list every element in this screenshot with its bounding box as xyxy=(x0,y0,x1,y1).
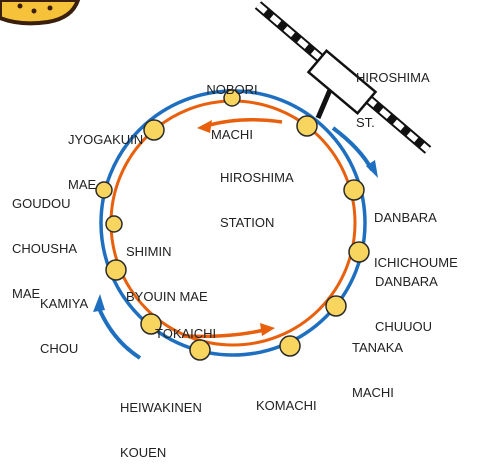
station-marker-jyogakuin-mae xyxy=(143,119,165,141)
station-markers xyxy=(95,89,370,361)
station-marker-heiwakinen-kouen xyxy=(189,339,211,361)
corner-logo xyxy=(0,0,81,26)
label-danbara-chuuou: DANBARA CHUUOU xyxy=(375,274,438,334)
station-marker-goudou-chousha-mae xyxy=(95,181,113,199)
station-marker-hiroshima-station xyxy=(296,115,318,137)
loop-route-map xyxy=(0,0,432,361)
label-danbara-ichichoume: DANBARA ICHICHOUME xyxy=(374,210,458,270)
station-marker-tanaka-machi xyxy=(325,295,347,317)
station-marker-komachi xyxy=(279,335,301,357)
station-marker-tokaichi xyxy=(140,313,162,335)
label-komachi: KOMACHI xyxy=(256,398,317,413)
label-goudou-chousha-mae: GOUDOU CHOUSHA MAE xyxy=(12,196,78,301)
label-jyogakuin-mae: JYOGAKUIN MAE xyxy=(68,132,144,192)
label-heiwakinen-kouen: HEIWAKINEN KOUEN xyxy=(120,400,202,460)
station-marker-kamiya-chou xyxy=(105,259,127,281)
station-marker-danbara-chuuou xyxy=(348,241,370,263)
label-tokaichi: TOKAICHI xyxy=(155,326,217,341)
station-building-icon xyxy=(306,48,378,119)
label-nobori-machi: NOBORI MACHI xyxy=(206,82,258,142)
label-kamiya-chou: KAMIYA CHOU xyxy=(40,296,89,356)
label-shimin-byouin-mae: SHIMIN BYOUIN MAE xyxy=(126,244,208,304)
station-marker-shimin-byouin-mae xyxy=(105,215,123,233)
label-tanaka-machi: TANAKA MACHI xyxy=(352,340,404,400)
station-marker-danbara-ichichoume xyxy=(343,179,365,201)
label-hiroshima-station: HIROSHIMA STATION xyxy=(220,170,294,230)
station-marker-nobori-machi xyxy=(223,89,241,107)
label-hiroshima-st: HIROSHIMA ST. xyxy=(356,70,430,130)
